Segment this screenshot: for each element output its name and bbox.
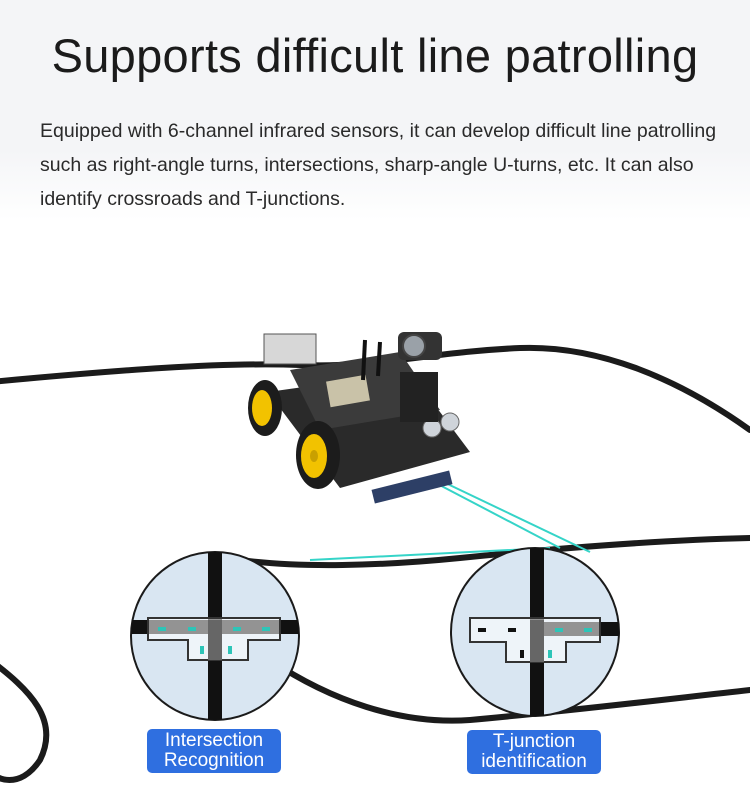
t-junction-lens (450, 547, 620, 717)
control-board (326, 374, 370, 408)
intersection-label-line2: Recognition (163, 750, 265, 771)
intersection-lens (130, 551, 300, 721)
servo-arm (263, 333, 317, 365)
intersection-recognition-label: Intersection Recognition (147, 729, 281, 773)
page-title: Supports difficult line patrolling (51, 29, 699, 82)
sensor-beams (309, 477, 591, 561)
camera-mount (400, 372, 438, 422)
wheel-rear-left (248, 380, 282, 436)
intersection-label-line1: Intersection (164, 730, 264, 751)
wheel-front-left (296, 421, 340, 489)
robot-car (248, 332, 470, 504)
t-junction-label-line1: T-junction (492, 731, 576, 752)
t-junction-identification-label: T-junction identification (467, 730, 601, 774)
t-junction-label-line2: identification (481, 751, 587, 772)
infrared-sensor-bar (371, 470, 453, 504)
feature-description: Equipped with 6-channel infrared sensors… (40, 120, 717, 210)
